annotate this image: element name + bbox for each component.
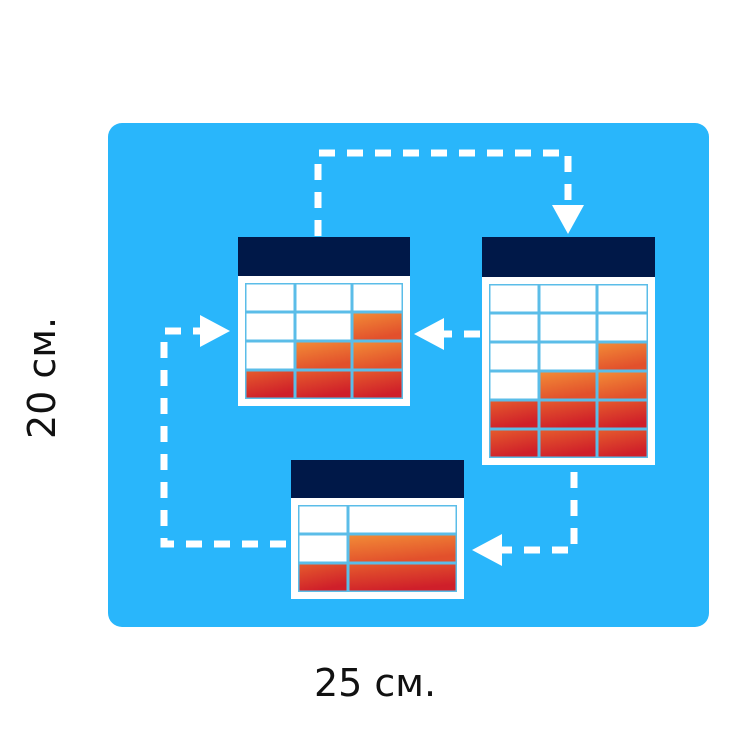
table-cell-empty	[299, 506, 347, 533]
table-cell-empty	[598, 285, 647, 312]
table-cell-empty	[353, 284, 402, 311]
width-dimension-label: 25 см.	[313, 661, 437, 705]
connector-right-to-bottom	[502, 472, 578, 554]
table-top-left	[238, 237, 410, 406]
table-cell-empty	[490, 372, 538, 399]
connector-bottom-to-left	[160, 327, 286, 548]
table-cell-filled	[299, 564, 347, 591]
arrowhead-left-icon	[472, 534, 502, 566]
table-bottom	[291, 460, 464, 599]
table-cell-filled	[246, 371, 294, 398]
arrowhead-right-icon	[200, 315, 230, 347]
table-cell-empty	[490, 314, 538, 341]
table-cell-filled	[490, 430, 538, 457]
arrowhead-left-icon	[414, 318, 444, 350]
table-cell-filled	[349, 564, 456, 591]
table-cell-filled	[296, 342, 351, 369]
table-cell-filled	[540, 372, 596, 399]
table-cell-empty	[246, 284, 294, 311]
table-cell-empty	[540, 314, 596, 341]
table-cell-filled	[353, 313, 402, 340]
table-header-bar	[238, 237, 410, 276]
table-cell-filled	[540, 430, 596, 457]
connector-top	[314, 149, 572, 236]
tables-layer	[238, 237, 655, 599]
table-cell-empty	[296, 284, 351, 311]
table-cell-filled	[296, 371, 351, 398]
table-cell-empty	[598, 314, 647, 341]
table-cell-empty	[296, 313, 351, 340]
table-cell-filled	[353, 371, 402, 398]
table-cell-empty	[540, 343, 596, 370]
table-grid	[489, 284, 648, 458]
table-cell-filled	[349, 535, 456, 562]
table-cell-filled	[598, 343, 647, 370]
table-header-bar	[482, 237, 655, 277]
table-cell-filled	[598, 430, 647, 457]
table-cell-filled	[490, 401, 538, 428]
table-cell-empty	[540, 285, 596, 312]
table-cell-filled	[598, 401, 647, 428]
arrowhead-down-icon	[552, 205, 584, 234]
table-cell-empty	[246, 342, 294, 369]
table-cell-empty	[490, 343, 538, 370]
table-cell-empty	[349, 506, 456, 533]
table-header-bar	[291, 460, 464, 498]
table-cell-empty	[490, 285, 538, 312]
table-top-right	[482, 237, 655, 465]
table-cell-empty	[299, 535, 347, 562]
table-cell-empty	[246, 313, 294, 340]
table-cell-filled	[540, 401, 596, 428]
table-cell-filled	[598, 372, 647, 399]
table-cell-filled	[353, 342, 402, 369]
height-dimension-label: 20 см.	[20, 316, 64, 440]
